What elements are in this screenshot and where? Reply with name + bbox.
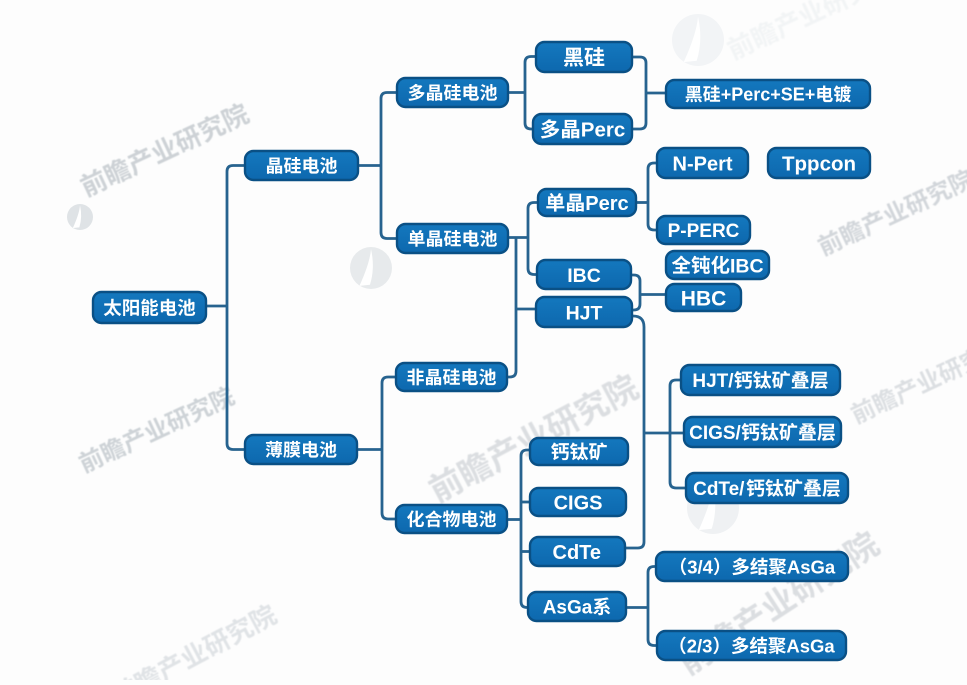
svg-text:N-Pert: N-Pert <box>673 153 733 175</box>
svg-text:Perc: Perc <box>581 119 625 142</box>
svg-text:HJT/: HJT/ <box>692 371 734 392</box>
svg-text:CIGS: CIGS <box>554 492 603 514</box>
svg-text:P-PERC: P-PERC <box>668 221 740 242</box>
svg-text:AsGa: AsGa <box>543 598 593 619</box>
svg-text:+Perc+SE+: +Perc+SE+ <box>721 85 816 105</box>
svg-text:AsGa: AsGa <box>787 556 836 577</box>
svg-text:2/3: 2/3 <box>687 635 713 656</box>
svg-text:Perc: Perc <box>585 193 628 215</box>
svg-text:IBC: IBC <box>567 265 601 287</box>
svg-text:CdTe/: CdTe/ <box>693 479 745 500</box>
svg-text:HBC: HBC <box>681 287 727 310</box>
svg-text:HJT: HJT <box>566 302 603 324</box>
svg-text:IBC: IBC <box>730 255 764 277</box>
svg-text:AsGa: AsGa <box>786 635 835 656</box>
svg-text:CIGS/: CIGS/ <box>689 423 741 444</box>
svg-text:Tppcon: Tppcon <box>782 153 856 176</box>
svg-text:3/4: 3/4 <box>687 556 713 577</box>
svg-text:CdTe: CdTe <box>553 542 602 564</box>
